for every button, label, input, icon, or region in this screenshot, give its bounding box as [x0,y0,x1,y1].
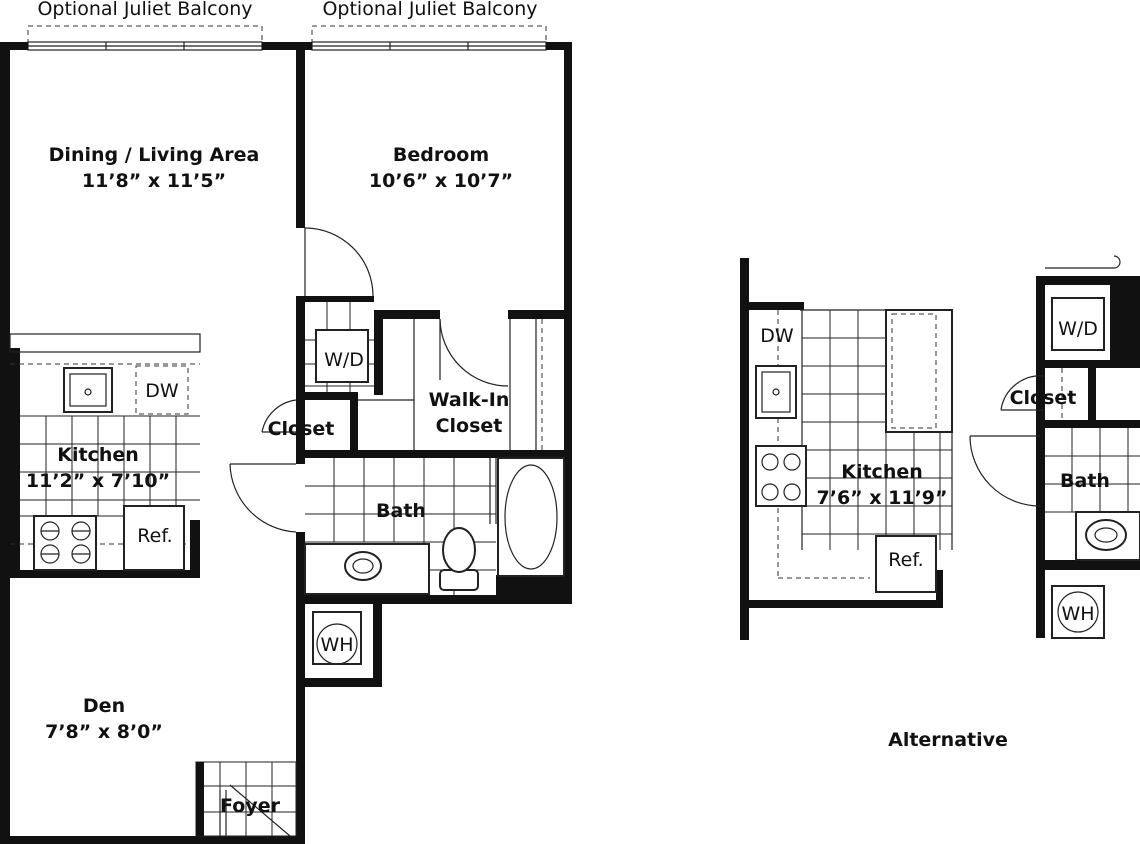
partitions [358,319,543,450]
alt-washer-dryer-label: W/D [1058,318,1098,340]
alt-washer-dryer [1051,297,1105,351]
kitchen-size: 11’2” x 7’10” [26,470,170,492]
bedroom-name: Bedroom [393,144,489,166]
alt-dishwasher-label: DW [760,325,794,347]
bath-sink [344,551,382,581]
alt-refrigerator-label: Ref. [888,549,923,571]
exterior-walls [0,42,572,844]
closet-label: Closet [268,418,335,440]
bath-label: Bath [376,500,426,522]
refrigerator-label: Ref. [137,525,172,547]
bathroom [304,457,565,595]
dishwasher [135,365,189,415]
juliet-balcony-left [27,25,263,45]
alternative-caption: Alternative [888,729,1008,751]
juliet-balcony-right [311,25,547,45]
alt-bath-sink [1085,519,1127,551]
walk-in-closet-line2: Closet [436,415,503,437]
bedroom-size: 10’6” x 10’7” [369,170,513,192]
balcony-label-right: Optional Juliet Balcony [322,0,537,20]
alternative-bath-plan: W/D Closet Bath WH [969,255,1140,639]
kitchen-area [9,333,201,571]
alt-bath-label: Bath [1060,470,1110,492]
washer-dryer-label: W/D [324,349,364,371]
balcony-label-left: Optional Juliet Balcony [37,0,252,20]
alternative-kitchen-plan: DW Kitchen 7’6” x 11’9” Ref. [740,258,953,640]
alt-island [885,309,953,433]
foyer-label: Foyer [220,795,281,817]
window-living [27,41,263,51]
washer-dryer [305,302,374,392]
alt-kitchen-name: Kitchen [841,461,923,483]
den-size: 7’8” x 8’0” [45,721,163,743]
alt-kitchen-size: 7’6” x 11’9” [817,487,948,509]
bathtub [497,457,565,577]
interior-walls [10,50,572,602]
alt-stove [755,445,807,507]
den-name: Den [83,695,125,717]
alt-sink [755,365,797,419]
water-heater [312,611,362,665]
main-plan: Optional Juliet Balcony Optional Juliet … [0,0,572,844]
window-bedroom [311,41,547,51]
dishwasher-label: DW [145,380,179,402]
living-size: 11’8” x 11’5” [82,170,226,192]
walk-in-closet-line1: Walk-In [429,389,510,411]
alt-water-heater [1051,585,1105,639]
water-heater-label: WH [320,634,353,656]
stove [33,515,97,571]
toilet [439,527,479,591]
alt-refrigerator [875,535,937,593]
foyer-tiles [195,761,297,837]
refrigerator [123,505,185,571]
kitchen-sink [63,367,113,413]
alt-closet-label: Closet [1010,387,1077,409]
kitchen-name: Kitchen [57,444,139,466]
living-name: Dining / Living Area [49,144,260,166]
alt-water-heater-label: WH [1061,603,1094,625]
